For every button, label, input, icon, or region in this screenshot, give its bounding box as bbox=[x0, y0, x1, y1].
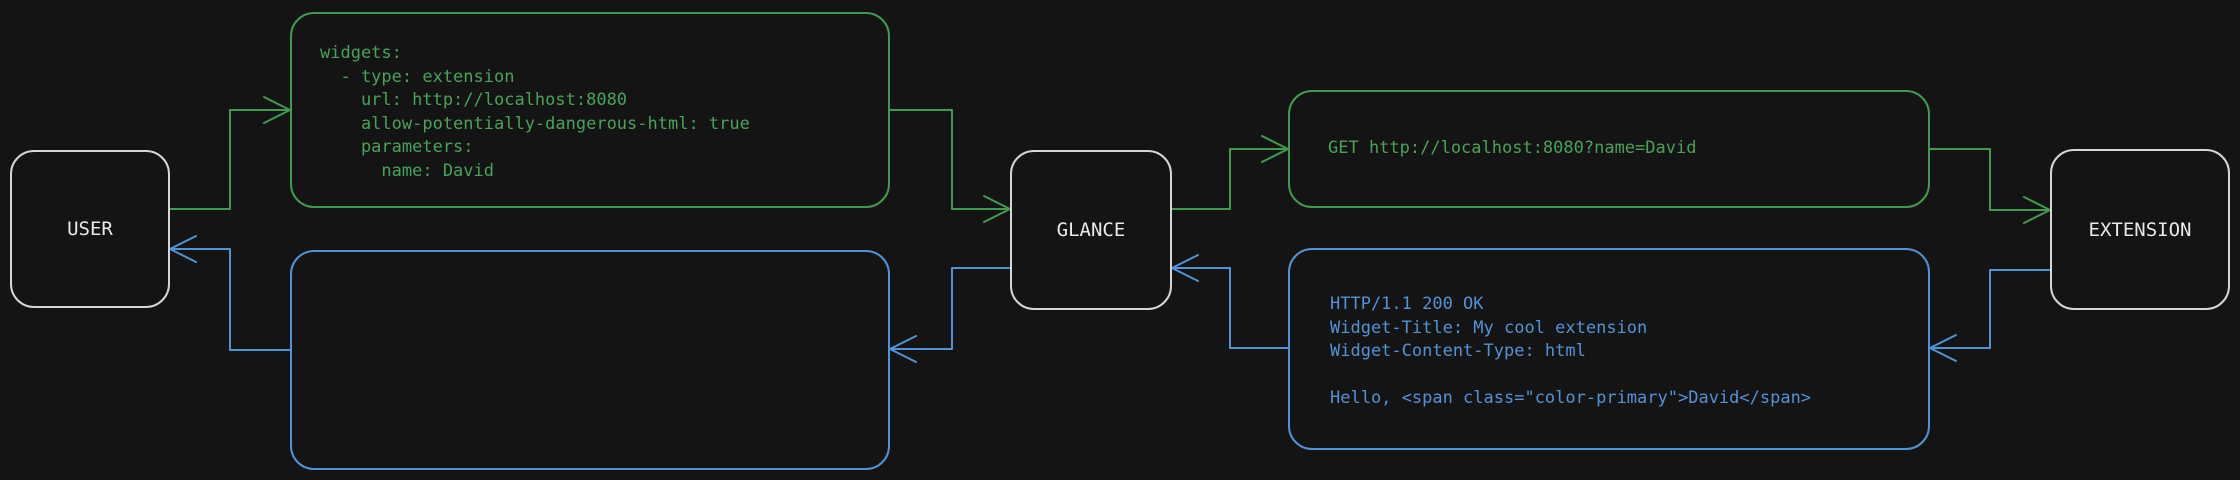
node-user-label: USER bbox=[67, 218, 113, 240]
arrow-glance-to-widget-head bbox=[889, 335, 917, 363]
config-yaml-block: widgets: - type: extension url: http://l… bbox=[290, 12, 890, 208]
config-line: - type: extension bbox=[320, 66, 515, 87]
response-line bbox=[1330, 364, 1928, 388]
arrow-extension-to-response bbox=[1929, 269, 2051, 349]
arrow-glance-to-widget bbox=[889, 267, 1011, 350]
config-line: parameters: bbox=[320, 137, 474, 157]
arrow-widget-to-user bbox=[169, 248, 291, 351]
config-line: url: http://localhost:8080 bbox=[320, 90, 628, 110]
response-line: Hello, <span class="color-primary">David… bbox=[1330, 388, 1812, 408]
arrow-glance-to-request bbox=[1171, 148, 1289, 210]
response-line: HTTP/1.1 200 OK bbox=[1330, 294, 1484, 314]
arrow-config-to-glance bbox=[889, 109, 1011, 210]
widget-render-block: MY COOL EXTENSION Hello, David bbox=[290, 250, 890, 470]
request-line: GET http://localhost:8080?name=David bbox=[1328, 138, 1697, 159]
node-extension-label: EXTENSION bbox=[2088, 218, 2192, 241]
node-user: USER bbox=[10, 150, 170, 308]
arrow-widget-to-user-head bbox=[169, 235, 197, 263]
arrow-request-to-extension bbox=[1929, 148, 2051, 211]
arrow-response-to-glance bbox=[1171, 267, 1289, 349]
node-glance: GLANCE bbox=[1010, 150, 1172, 310]
config-line: widgets: bbox=[320, 43, 402, 63]
arrow-user-to-config bbox=[169, 109, 291, 210]
response-line: Widget-Title: My cool extension bbox=[1330, 317, 1648, 338]
config-line: allow-potentially-dangerous-html: true bbox=[320, 113, 750, 134]
config-line: name: David bbox=[320, 160, 494, 181]
arrow-extension-to-response-head bbox=[1929, 334, 1957, 362]
response-line: Widget-Content-Type: html bbox=[1330, 341, 1586, 361]
node-extension: EXTENSION bbox=[2050, 149, 2230, 310]
http-response-block: HTTP/1.1 200 OK Widget-Title: My cool ex… bbox=[1288, 248, 1930, 450]
arrow-response-to-glance-head bbox=[1171, 254, 1199, 282]
http-request-block: GET http://localhost:8080?name=David bbox=[1288, 90, 1930, 208]
node-glance-label: GLANCE bbox=[1056, 219, 1126, 241]
